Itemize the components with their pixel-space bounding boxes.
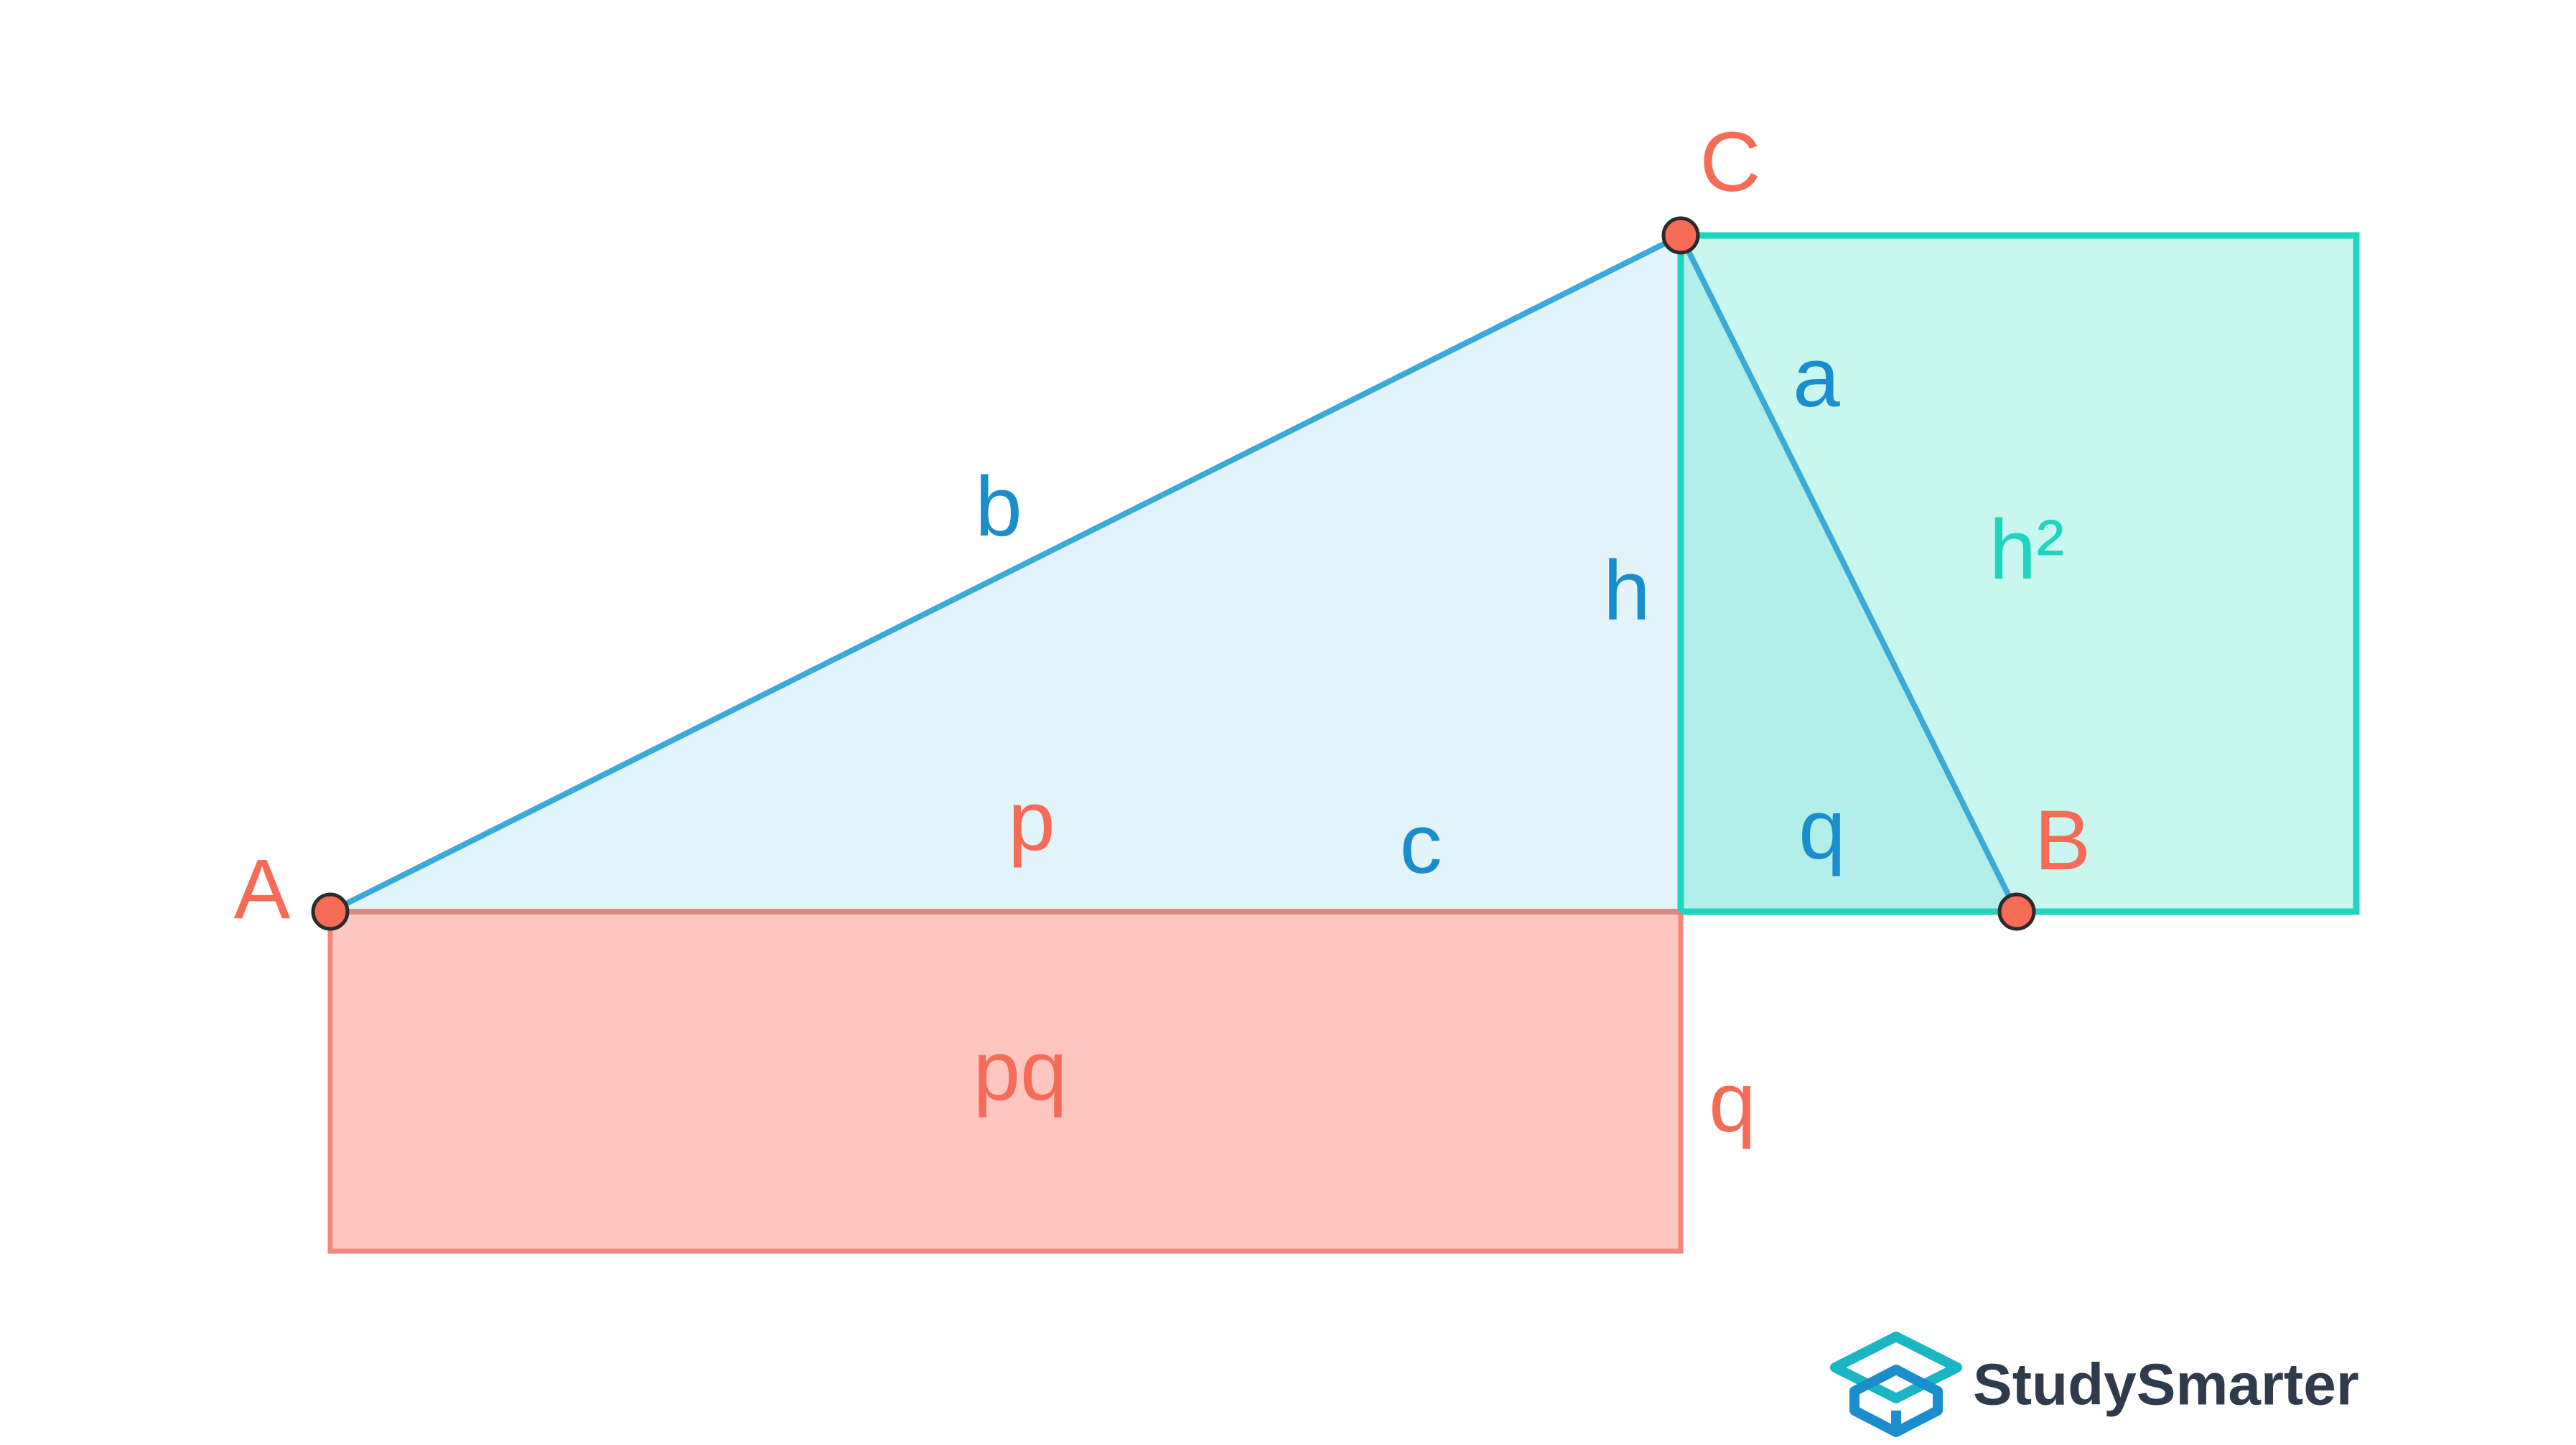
label-area-h-squared: h²	[1989, 502, 2065, 597]
label-height-h: h	[1603, 543, 1651, 638]
label-side-c: c	[1400, 797, 1442, 892]
side-a	[1678, 234, 2020, 913]
studysmarter-logo: StudySmarter	[1830, 1332, 2359, 1437]
pq-rectangle	[327, 909, 1684, 1254]
label-segment-q: q	[1798, 782, 1846, 877]
label-point-b: B	[2035, 793, 2091, 888]
label-segment-p: p	[1008, 774, 1055, 869]
brand-name: StudySmarter	[1973, 1352, 2359, 1418]
label-area-pq: pq	[973, 1024, 1067, 1118]
label-side-a: a	[1793, 330, 1840, 425]
label-point-c: C	[1699, 115, 1760, 210]
label-side-b: b	[975, 459, 1022, 554]
label-point-a: A	[234, 842, 291, 937]
label-rect-side-q: q	[1709, 1055, 1756, 1150]
point-c	[1661, 216, 1700, 255]
point-b	[1997, 892, 2036, 931]
triangle-abc-fill	[330, 235, 2017, 912]
point-a	[311, 892, 350, 931]
studysmarter-box-icon	[1830, 1332, 1962, 1437]
side-b	[329, 233, 1682, 915]
